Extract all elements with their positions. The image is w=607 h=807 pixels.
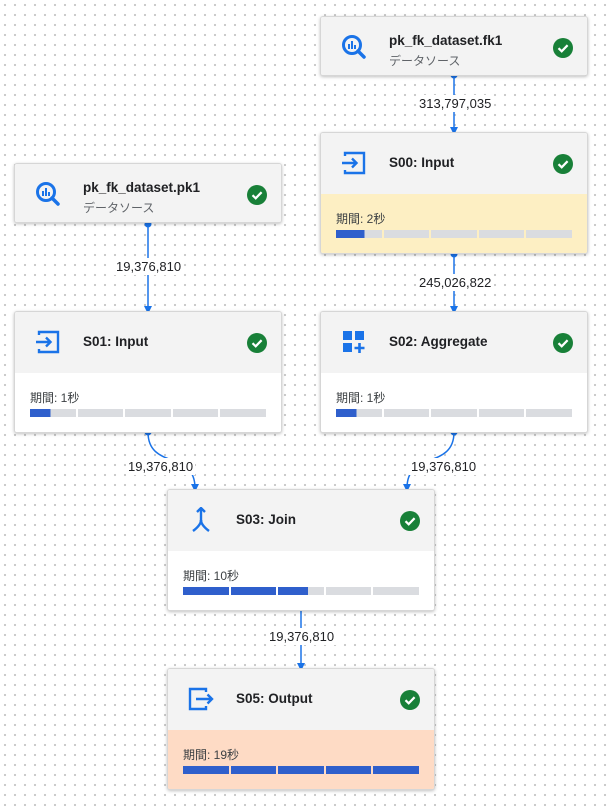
progress-bar (183, 766, 419, 774)
edge-label-pk1-s01: 19,376,810 (114, 258, 184, 275)
bigquery-icon (36, 182, 60, 206)
progress-segment (325, 587, 372, 595)
edge-label-s00-s02: 245,026,822 (417, 274, 494, 291)
node-title: S05: Output (236, 691, 313, 706)
node-stage-s03[interactable]: S03: Join 期間: 10秒 (167, 489, 435, 611)
output-icon (188, 687, 214, 711)
node-title: S01: Input (83, 334, 149, 349)
progress-segment (478, 230, 525, 238)
join-icon (192, 507, 210, 532)
progress-segment (183, 766, 229, 774)
progress-segment (431, 409, 477, 417)
progress-segment (30, 409, 76, 417)
node-stage-s00[interactable]: S00: Input 期間: 2秒 (320, 132, 588, 254)
progress-segment (373, 587, 419, 595)
node-stage-s01[interactable]: S01: Input 期間: 1秒 (14, 311, 282, 433)
progress-segment (172, 409, 219, 417)
progress-bar (30, 409, 266, 417)
node-title: pk_fk_dataset.pk1 (83, 180, 201, 195)
node-duration: 期間: 10秒 (183, 569, 240, 583)
check-icon (553, 154, 573, 174)
bigquery-icon (342, 35, 366, 59)
progress-bar (336, 230, 572, 238)
progress-segment (526, 230, 572, 238)
node-duration: 期間: 19秒 (183, 748, 240, 762)
progress-bar (336, 409, 572, 417)
progress-bar (183, 587, 419, 595)
check-icon (400, 690, 420, 710)
check-icon (247, 333, 267, 353)
node-title: pk_fk_dataset.fk1 (389, 33, 503, 48)
edge-label-fk1-s00: 313,797,035 (417, 95, 494, 112)
progress-segment (383, 409, 430, 417)
progress-segment (478, 409, 525, 417)
progress-segment (373, 766, 419, 774)
progress-segment (383, 230, 430, 238)
edge-label-s01-s03: 19,376,810 (126, 458, 196, 475)
edge-label-s03-s05: 19,376,810 (267, 628, 337, 645)
node-duration: 期間: 2秒 (336, 212, 386, 226)
node-datasource-fk1[interactable]: pk_fk_dataset.fk1 データソース (320, 16, 588, 76)
edge-label-s02-s03: 19,376,810 (409, 458, 479, 475)
check-icon (553, 38, 573, 58)
check-icon (400, 511, 420, 531)
input-icon (36, 330, 60, 354)
progress-segment (526, 409, 572, 417)
progress-segment (230, 587, 277, 595)
node-datasource-pk1[interactable]: pk_fk_dataset.pk1 データソース (14, 163, 282, 223)
progress-segment (336, 230, 382, 238)
progress-segment (278, 766, 324, 774)
input-icon (342, 151, 366, 175)
progress-segment (336, 409, 382, 417)
node-title: S00: Input (389, 155, 455, 170)
progress-segment (77, 409, 124, 417)
progress-segment (325, 766, 372, 774)
check-icon (553, 333, 573, 353)
aggregate-icon (343, 331, 365, 353)
progress-segment (278, 587, 324, 595)
check-icon (247, 185, 267, 205)
node-subtitle: データソース (83, 201, 155, 215)
progress-segment (230, 766, 277, 774)
node-duration: 期間: 1秒 (336, 391, 386, 405)
node-title: S03: Join (236, 512, 297, 527)
progress-segment (183, 587, 229, 595)
progress-segment (220, 409, 266, 417)
node-stage-s05[interactable]: S05: Output 期間: 19秒 (167, 668, 435, 790)
node-title: S02: Aggregate (389, 334, 488, 349)
node-subtitle: データソース (389, 54, 461, 68)
node-stage-s02[interactable]: S02: Aggregate 期間: 1秒 (320, 311, 588, 433)
node-duration: 期間: 1秒 (30, 391, 80, 405)
progress-segment (125, 409, 171, 417)
progress-segment (431, 230, 477, 238)
